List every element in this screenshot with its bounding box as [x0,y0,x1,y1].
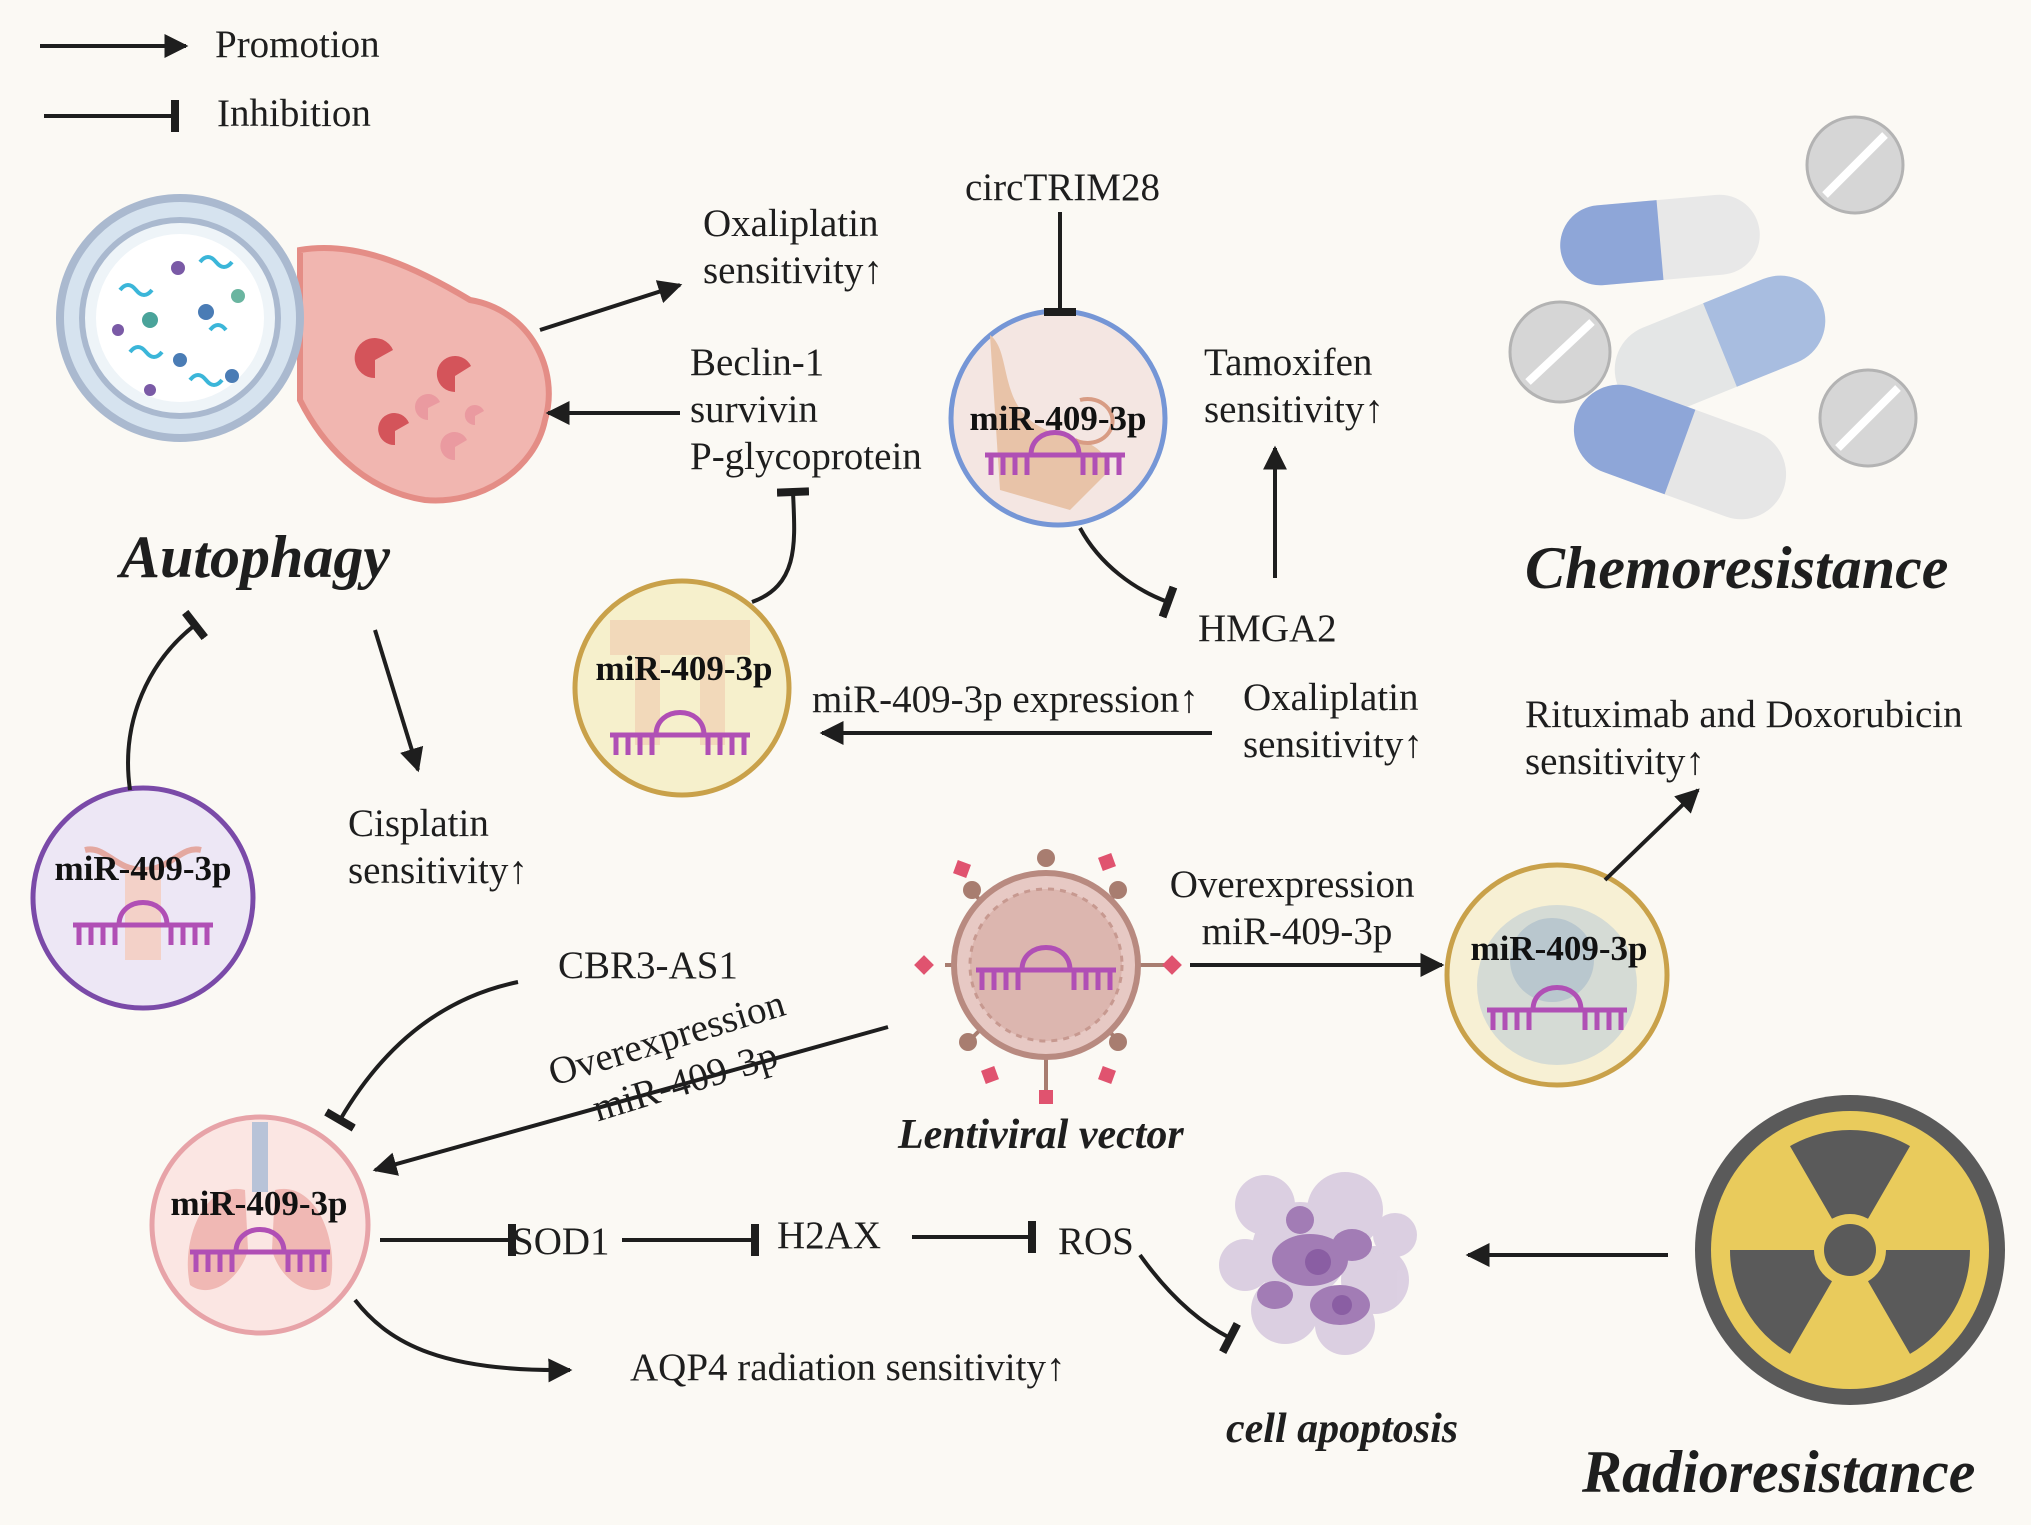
label-cisplatin-line2: sensitivity↑ [348,849,528,892]
mirna-node-breast: miR-409-3p [948,308,1168,528]
label-autophagy-proteins: Beclin-1 survivin P-glycoprotein [690,341,922,478]
edge-autophagy-to-oxaliplatin [539,280,683,332]
label-rituximab-line1: Rituximab and Doxorubicin [1525,693,1963,736]
mirna-node-colon: miR-409-3p [572,578,792,798]
mirna-label-colon: miR-409-3p [596,649,773,688]
label-overexpression-right-line1: Overexpression [1170,863,1415,906]
label-mir-expression: miR-409-3p expression↑ [812,678,1199,721]
mirna-node-lymph: miR-409-3p [1444,862,1670,1088]
edge-cbr3as1-inhibits-lung-mir [324,980,519,1132]
lentiviral-vector-title: Lentiviral vector [897,1112,1184,1158]
mirna-node-ovary: miR-409-3p [30,785,256,1011]
mirna-label-breast: miR-409-3p [970,399,1147,438]
label-tamoxifen-sensitivity: Tamoxifen sensitivity↑ [1204,341,1384,431]
autophagy-title: Autophagy [116,524,390,590]
label-sod1: SOD1 [512,1220,610,1263]
label-oxaliplatin-right-line2: sensitivity↑ [1243,723,1423,766]
edges [126,212,1700,1383]
edge-lentivirus-to-lung-mir [372,1025,889,1176]
label-overexpression-right: Overexpression miR-409-3p [1170,863,1425,953]
edge-autophagy-to-cisplatin [373,629,424,773]
label-overexpression-diagonal: Overexpression miR-409-3p [543,979,813,1139]
mirna-label-lung: miR-409-3p [171,1184,348,1223]
edge-ovary-mir-inhibits-autophagy [126,609,208,791]
label-p-glycoprotein: P-glycoprotein [690,435,922,478]
legend-inhibition-label: Inhibition [217,92,371,135]
legend-promotion-label: Promotion [215,23,380,66]
edge-lung-mir-to-aqp4 [353,1298,573,1383]
edge-ros-inhibits-apoptosis [1138,1253,1241,1355]
radiation-icon [1695,1095,2005,1405]
label-cisplatin-sensitivity: Cisplatin sensitivity↑ [348,802,528,892]
legend: Promotion Inhibition [40,23,380,135]
label-circtrim28: circTRIM28 [965,166,1160,209]
mirna-node-lung: miR-409-3p [149,1114,371,1336]
pills-icon [1508,115,1918,520]
edge-lymph-mir-to-rituximab [1603,788,1700,882]
label-oxaliplatin-sensitivity-top: Oxaliplatin sensitivity↑ [703,202,888,292]
edge-colon-mir-inhibits-proteins [751,487,810,604]
autophagosome-icon [56,194,552,504]
label-rituximab-doxorubicin: Rituximab and Doxorubicin sensitivity↑ [1525,693,1972,783]
label-oxaliplatin-top-line1: Oxaliplatin [703,202,878,245]
label-overexpression-right-line2: miR-409-3p [1202,910,1393,953]
mirna-label-ovary: miR-409-3p [55,849,232,888]
label-oxaliplatin-sensitivity-right: Oxaliplatin sensitivity↑ [1243,676,1428,766]
lentivirus-icon [914,849,1182,1104]
label-cbr3-as1: CBR3-AS1 [558,944,738,987]
label-ros: ROS [1058,1220,1134,1263]
label-h2ax: H2AX [777,1214,881,1257]
mirna-label-lymph: miR-409-3p [1471,929,1648,968]
label-survivin: survivin [690,388,818,431]
label-aqp4: AQP4 radiation sensitivity↑ [630,1346,1065,1389]
chemoresistance-title: Chemoresistance [1525,535,1948,601]
apoptotic-cell-icon [1219,1172,1417,1355]
label-beclin-1: Beclin-1 [690,341,824,384]
label-hmga2: HMGA2 [1198,607,1337,650]
label-rituximab-line2: sensitivity↑ [1525,740,1705,783]
edge-mir-inhibits-hmga2 [1078,527,1178,619]
label-oxaliplatin-top-line2: sensitivity↑ [703,249,883,292]
cell-apoptosis-title: cell apoptosis [1226,1406,1458,1452]
label-tamoxifen-line2: sensitivity↑ [1204,388,1384,431]
radioresistance-title: Radioresistance [1581,1439,1975,1505]
label-oxaliplatin-right-line1: Oxaliplatin [1243,676,1418,719]
label-tamoxifen-line1: Tamoxifen [1204,341,1372,384]
label-cisplatin-line1: Cisplatin [348,802,489,845]
